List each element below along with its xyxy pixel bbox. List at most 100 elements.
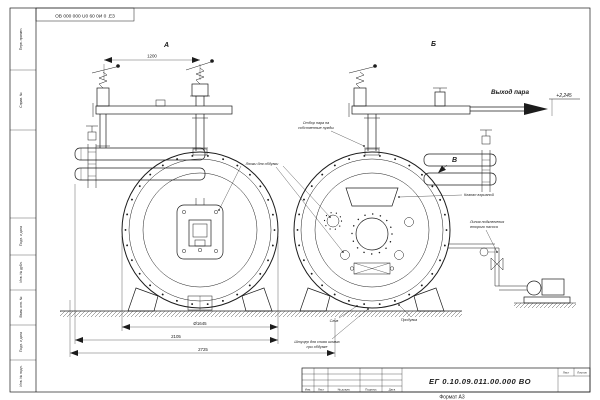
label-blowdown: Продувка <box>401 318 417 322</box>
col-list: Лист <box>318 388 325 392</box>
boiler-a-door <box>176 198 224 260</box>
economizer-left <box>74 125 206 188</box>
safety-valve-a1 <box>91 64 121 107</box>
elevation-mark <box>549 98 580 116</box>
economizer-right <box>423 129 497 192</box>
boiler-b-top-nozzle <box>364 148 380 156</box>
sheet-border <box>9 7 591 393</box>
sheets-label: Листов <box>577 371 587 375</box>
margin-dividers <box>10 69 36 361</box>
safety-valve-b1 <box>348 64 378 107</box>
view-label-a: А <box>163 42 169 49</box>
label-pump-line-2: второго насоса <box>470 225 498 229</box>
label-own-needs-1: Отбор пара на <box>303 121 329 125</box>
document-number: ЕГ 0.10.09.011.00.000 ВО <box>429 377 531 386</box>
economizer-right-tube-top <box>423 153 497 167</box>
view-v-arrow <box>437 164 448 174</box>
extension-lines <box>69 64 336 357</box>
boiler-a-piping <box>91 59 233 151</box>
economizer-tube-bottom <box>74 167 206 181</box>
col-sign: Подпись <box>365 388 377 392</box>
margin-label-podp1: Подп. и дата <box>19 226 23 246</box>
boiler-a-shell <box>121 151 279 309</box>
title-block-headers: Изм. Лист № докум. Подпись Дата Лист Лис… <box>305 371 587 392</box>
title-block-grid <box>302 368 590 392</box>
leader-labels: Отбор пара на собственные нужды Лючки дл… <box>245 121 505 349</box>
margin-label-inv-dubl: Инв. № дубл. <box>19 261 23 282</box>
blow-hatch-1 <box>326 214 340 228</box>
sheet-label: Лист <box>563 371 570 375</box>
burner-opening <box>355 217 389 251</box>
lower-manhole <box>349 262 395 275</box>
label-explosion-valve: Клапан взрывной <box>464 193 494 197</box>
boiler-b-support-left <box>299 287 331 312</box>
stop-valve-b <box>433 87 447 107</box>
col-doc: № докум. <box>338 388 351 392</box>
boiler-a-flange-bolts <box>124 154 276 306</box>
economizer-tube-top <box>74 147 206 161</box>
label-sludge-1: Штуцер для слива шлама <box>294 340 339 344</box>
title-block: Изм. Лист № докум. Подпись Дата Лист Лис… <box>301 367 591 393</box>
boiler-a-door-opening <box>142 172 258 288</box>
dim-1200: 1200 <box>147 54 157 59</box>
pump-body <box>526 280 542 296</box>
margin-label-sprav: Справ. № <box>19 92 23 108</box>
boiler-a-support-left <box>127 287 159 312</box>
view-label-b: Б <box>431 41 436 48</box>
boiler-view-b <box>293 148 451 312</box>
dimensions: 1200 Ø1645 2105 2725 <box>69 54 336 357</box>
steam-manifold-b <box>351 105 471 115</box>
leader-lines <box>218 130 498 340</box>
boiler-a-top-nozzle <box>192 148 208 156</box>
view-label-v: В <box>452 157 457 164</box>
steam-manifold-a <box>95 105 233 115</box>
boiler-b-support-right <box>413 287 445 312</box>
label-pump-line-1: Линия подключения <box>469 220 504 224</box>
label-elevation: +2,245 <box>556 93 572 99</box>
boiler-b-piping <box>348 64 580 151</box>
manifold-stub-a <box>155 99 166 107</box>
burner-bolts <box>351 213 393 255</box>
top-stamp-box <box>35 7 135 22</box>
label-blow-hatches: Лючки для обдувки <box>245 162 279 166</box>
blow-hatch-2 <box>404 217 414 227</box>
blow-hatch-3 <box>340 250 350 260</box>
label-steam-out: Выход пара <box>491 88 529 96</box>
margin-label-vzam: Взам. инв. № <box>19 296 23 317</box>
label-own-needs-2: собственные нужды <box>298 126 334 130</box>
boiler-b-shell <box>293 151 451 309</box>
pump-motor <box>541 278 565 296</box>
col-date: Дата <box>389 388 396 392</box>
margin-label-perv: Перв. примен. <box>19 28 23 51</box>
margin-label-inv-podl: Инв. № подл. <box>19 365 23 386</box>
dim-diameter: Ø1645 <box>193 321 207 326</box>
steam-outlet-pipe <box>470 103 548 115</box>
economizer-frame <box>87 144 97 188</box>
format-label: Формат А3 <box>439 395 464 400</box>
col-izm: Изм. <box>305 388 311 392</box>
pump-line-valve <box>490 257 504 271</box>
economizer-right-tube-bottom <box>423 172 497 186</box>
feed-pump-unit <box>448 243 571 304</box>
margin-labels: Перв. примен. Справ. № Подп. и дата Инв.… <box>19 28 23 387</box>
pump-base <box>523 296 571 304</box>
annotations: А Б В Выход пара +2,245 Отбор пара на со… <box>163 41 572 349</box>
economizer-valve <box>86 125 98 141</box>
ground-line <box>60 302 576 317</box>
margin-label-podp2: Подп. и дата <box>19 332 23 352</box>
dim-2105: 2105 <box>171 334 181 339</box>
boiler-b-rear-plate <box>314 172 430 288</box>
pressure-gauge <box>479 247 495 257</box>
blow-hatch-4 <box>394 250 404 260</box>
boiler-b-flange-bolts <box>296 154 448 306</box>
steam-outlet-arrow <box>524 103 548 115</box>
explosion-valve-hatch <box>345 187 399 207</box>
label-drain: Слив <box>330 319 339 323</box>
dim-2725: 2725 <box>198 347 208 352</box>
boiler-view-a <box>121 148 279 312</box>
economizer-right-frame <box>481 150 491 192</box>
top-stamp-text: ОВ 000 000 U0 60 0И 0 .ЕЗ <box>55 14 115 20</box>
sheet-frame: ОВ 000 000 U0 60 0И 0 .ЕЗ Перв. примен. … <box>9 7 591 400</box>
